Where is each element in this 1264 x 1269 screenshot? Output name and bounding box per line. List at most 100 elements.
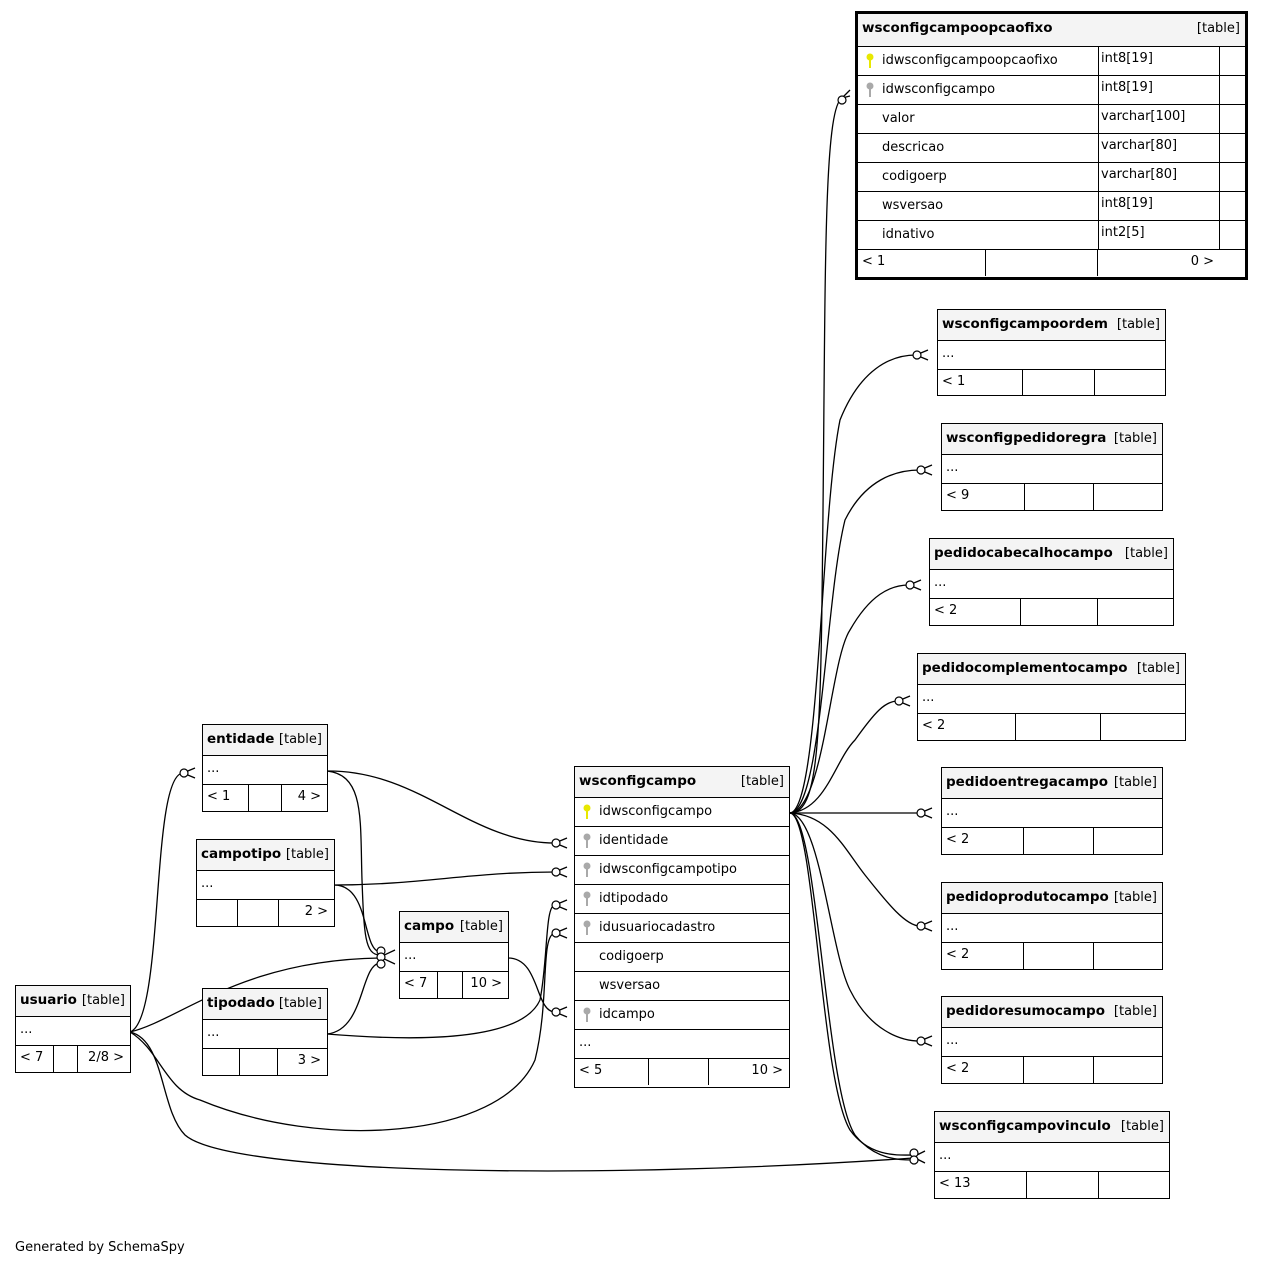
columns-ellipsis: ... bbox=[20, 1022, 33, 1037]
column-row: identidade bbox=[575, 827, 789, 856]
primary-key-icon bbox=[866, 53, 874, 73]
edge-wsconfigcampo-wsconfigcampovinculo-2 bbox=[789, 812, 914, 1161]
column-name: idnativo bbox=[882, 227, 935, 242]
edge-campotipo-campo bbox=[333, 884, 381, 953]
table-footer: < 2 bbox=[942, 1057, 1162, 1083]
table-footer: < 1 0 > bbox=[858, 250, 1220, 276]
columns-ellipsis: ... bbox=[207, 1025, 220, 1040]
table-name: tipodado bbox=[207, 995, 275, 1011]
foreign-key-icon bbox=[866, 82, 874, 102]
table-header: usuario[table] bbox=[16, 986, 130, 1017]
table-type-label: [table] bbox=[1124, 546, 1168, 561]
parents-count bbox=[197, 900, 238, 926]
table-footer: < 2 bbox=[930, 599, 1173, 625]
table-name: wsconfigcampoordem bbox=[942, 316, 1109, 332]
table-usuario[interactable]: usuario[table] ... < 7 2/8 > bbox=[15, 985, 131, 1073]
column-type: varchar[80] bbox=[1098, 134, 1220, 162]
column-row: descricao varchar[80] bbox=[858, 134, 1245, 163]
column-name: codigoerp bbox=[599, 949, 664, 964]
column-row: ... bbox=[16, 1017, 130, 1046]
edge-campotipo-wsconfigcampo bbox=[333, 871, 556, 886]
column-type: varchar[80] bbox=[1098, 163, 1220, 191]
table-name: usuario bbox=[20, 992, 77, 1008]
column-row: codigoerp bbox=[575, 943, 789, 972]
parents-count: < 1 bbox=[858, 250, 986, 276]
table-name: entidade bbox=[207, 731, 275, 747]
column-type: varchar[100] bbox=[1098, 105, 1220, 133]
children-count bbox=[1094, 828, 1162, 854]
columns-ellipsis: ... bbox=[207, 761, 220, 776]
column-type: int8[19] bbox=[1098, 47, 1220, 75]
table-type-label: [table] bbox=[285, 847, 329, 862]
parents-count: < 1 bbox=[203, 785, 249, 811]
table-type-label: [table] bbox=[1113, 775, 1157, 790]
children-count bbox=[1098, 599, 1173, 625]
table-name: pedidoresumocampo bbox=[946, 1003, 1105, 1019]
column-row: idtipodado bbox=[575, 885, 789, 914]
table-name: pedidocabecalhocampo bbox=[934, 545, 1113, 561]
parents-count: < 13 bbox=[935, 1172, 1027, 1198]
edge-wsconfigcampo-pedidocabecalhocampo bbox=[789, 584, 910, 814]
column-name: idcampo bbox=[599, 1007, 655, 1022]
column-row: ... bbox=[203, 1020, 327, 1049]
foreign-key-icon bbox=[583, 891, 591, 911]
table-tipodado[interactable]: tipodado[table] ... 3 > bbox=[202, 988, 328, 1076]
column-row: idusuariocadastro bbox=[575, 914, 789, 943]
column-name: idwsconfigcampoopcaofixo bbox=[882, 53, 1058, 68]
column-row: ... bbox=[203, 756, 327, 785]
columns-ellipsis: ... bbox=[946, 1033, 959, 1048]
table-wsconfigcampo[interactable]: wsconfigcampo[table] idwsconfigcampo ide… bbox=[574, 766, 790, 1088]
column-type: int8[19] bbox=[1098, 76, 1220, 104]
column-row: idwsconfigcampo bbox=[575, 798, 789, 827]
column-name: descricao bbox=[882, 140, 945, 155]
table-name: wsconfigcampoopcaofixo bbox=[862, 20, 1053, 36]
table-wsconfigpedidoregra[interactable]: wsconfigpedidoregra[table] ... < 9 bbox=[941, 423, 1163, 511]
column-row: valor varchar[100] bbox=[858, 105, 1245, 134]
edge-usuario-wsconfigcampo-idusuariocadastro bbox=[129, 932, 556, 1132]
table-footer: < 9 bbox=[942, 484, 1162, 510]
edge-tipodado-campo bbox=[326, 962, 381, 1035]
table-campotipo[interactable]: campotipo[table] ... 2 > bbox=[196, 839, 335, 927]
columns-ellipsis: ... bbox=[404, 948, 417, 963]
parents-count: < 7 bbox=[16, 1046, 54, 1072]
column-row: ... bbox=[400, 943, 508, 972]
foreign-key-icon bbox=[583, 833, 591, 853]
table-header: wsconfigpedidoregra[table] bbox=[942, 424, 1162, 455]
table-header: campotipo[table] bbox=[197, 840, 334, 871]
column-name: codigoerp bbox=[882, 169, 947, 184]
table-name: wsconfigcampo bbox=[579, 773, 697, 789]
columns-ellipsis: ... bbox=[946, 460, 959, 475]
parents-count: < 2 bbox=[942, 943, 1024, 969]
edge-wsconfigcampo-pedidoresumocampo bbox=[789, 812, 921, 1042]
table-footer: < 7 2/8 > bbox=[16, 1046, 130, 1072]
columns-ellipsis: ... bbox=[934, 575, 947, 590]
table-wsconfigcampoopcaofixo[interactable]: wsconfigcampoopcaofixo [table] idwsconfi… bbox=[855, 11, 1248, 280]
table-wsconfigcampoordem[interactable]: wsconfigcampoordem[table] ... < 1 bbox=[937, 309, 1166, 396]
column-row: ... bbox=[942, 799, 1162, 828]
table-pedidocomplementocampo[interactable]: pedidocomplementocampo[table] ... < 2 bbox=[917, 653, 1186, 741]
column-row: ... bbox=[930, 570, 1173, 599]
edge-wsconfigcampo-pedidocomplementocampo bbox=[789, 700, 899, 814]
foreign-key-icon bbox=[583, 1007, 591, 1027]
foreign-key-icon bbox=[583, 862, 591, 882]
table-pedidoprodutocampo[interactable]: pedidoprodutocampo[table] ... < 2 bbox=[941, 882, 1163, 970]
column-row: ... bbox=[942, 914, 1162, 943]
table-footer: 3 > bbox=[203, 1049, 327, 1075]
table-pedidoresumocampo[interactable]: pedidoresumocampo[table] ... < 2 bbox=[941, 996, 1163, 1084]
table-type-label: [table] bbox=[1196, 21, 1240, 36]
columns-ellipsis: ... bbox=[922, 690, 935, 705]
table-wsconfigcampovinculo[interactable]: wsconfigcampovinculo[table] ... < 13 bbox=[934, 1111, 1170, 1199]
edge-wsconfigcampo-pedidoprodutocampo bbox=[789, 812, 921, 927]
table-pedidoentregacampo[interactable]: pedidoentregacampo[table] ... < 2 bbox=[941, 767, 1163, 855]
children-count: 2/8 > bbox=[88, 1050, 124, 1065]
table-footer: < 13 bbox=[935, 1172, 1169, 1198]
table-pedidocabecalhocampo[interactable]: pedidocabecalhocampo [table] ... < 2 bbox=[929, 538, 1174, 626]
children-count bbox=[1101, 714, 1185, 740]
table-footer: 2 > bbox=[197, 900, 334, 926]
table-name: campo bbox=[404, 918, 455, 934]
